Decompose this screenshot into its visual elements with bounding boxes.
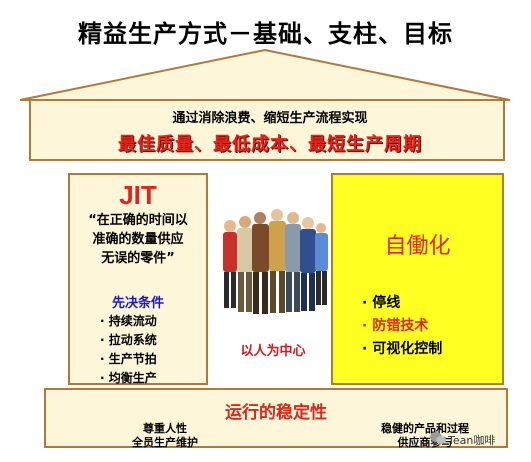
base-left-line: 全员生产维护 [132, 436, 198, 449]
prereq-item: · 生产节拍 [100, 352, 157, 366]
people-illustration [223, 209, 328, 314]
people-center-label: 以人为中心 [240, 344, 306, 359]
jit-quote: “在正确的时间以 准确的数量供应 无误的零件” [70, 211, 206, 268]
prereq-title: 先决条件 [111, 296, 164, 311]
jit-quote-line: “在正确的时间以 [88, 213, 188, 228]
jidoka-pillar [331, 173, 504, 385]
jit-quote-line: 准确的数量供应 [92, 232, 184, 247]
jidoka-item: · 停线 [362, 295, 401, 311]
prereq-item: · 持续流动 [100, 314, 157, 328]
page-title: 精益生产方式－基础、支柱、目标 [78, 19, 453, 48]
roof-subtitle: 通过消除浪费、缩短生产流程实现 [172, 111, 368, 126]
jidoka-item: · 防错技术 [362, 318, 429, 334]
jit-title: JIT [119, 180, 157, 210]
base-left-text: 尊重人性 全员生产维护 [90, 422, 240, 450]
jidoka-item: · 可视化控制 [362, 341, 443, 357]
jidoka-title: 自働化 [384, 234, 451, 259]
roof-goals: 最佳质量、最低成本、最短生产周期 [118, 134, 422, 155]
base-right-line: 稳健的产品和过程 [381, 422, 469, 435]
jit-quote-line: 无误的零件” [101, 251, 175, 266]
prereq-item: · 拉动系统 [100, 333, 157, 347]
jidoka-list: · 停线 · 防错技术 · 可视化控制 [362, 292, 502, 361]
prereq-list: · 持续流动 · 拉动系统 · 生产节拍 · 均衡生产 [100, 312, 210, 388]
roof-gable [19, 48, 511, 101]
watermark-text: Tean咖啡 [448, 434, 496, 447]
base-left-line: 尊重人性 [143, 422, 187, 435]
prereq-item: · 均衡生产 [100, 371, 157, 385]
wechat-icon [430, 432, 446, 444]
stability-title: 运行的稳定性 [225, 403, 327, 423]
roof-beam [29, 99, 505, 161]
jit-pillar [68, 173, 208, 385]
